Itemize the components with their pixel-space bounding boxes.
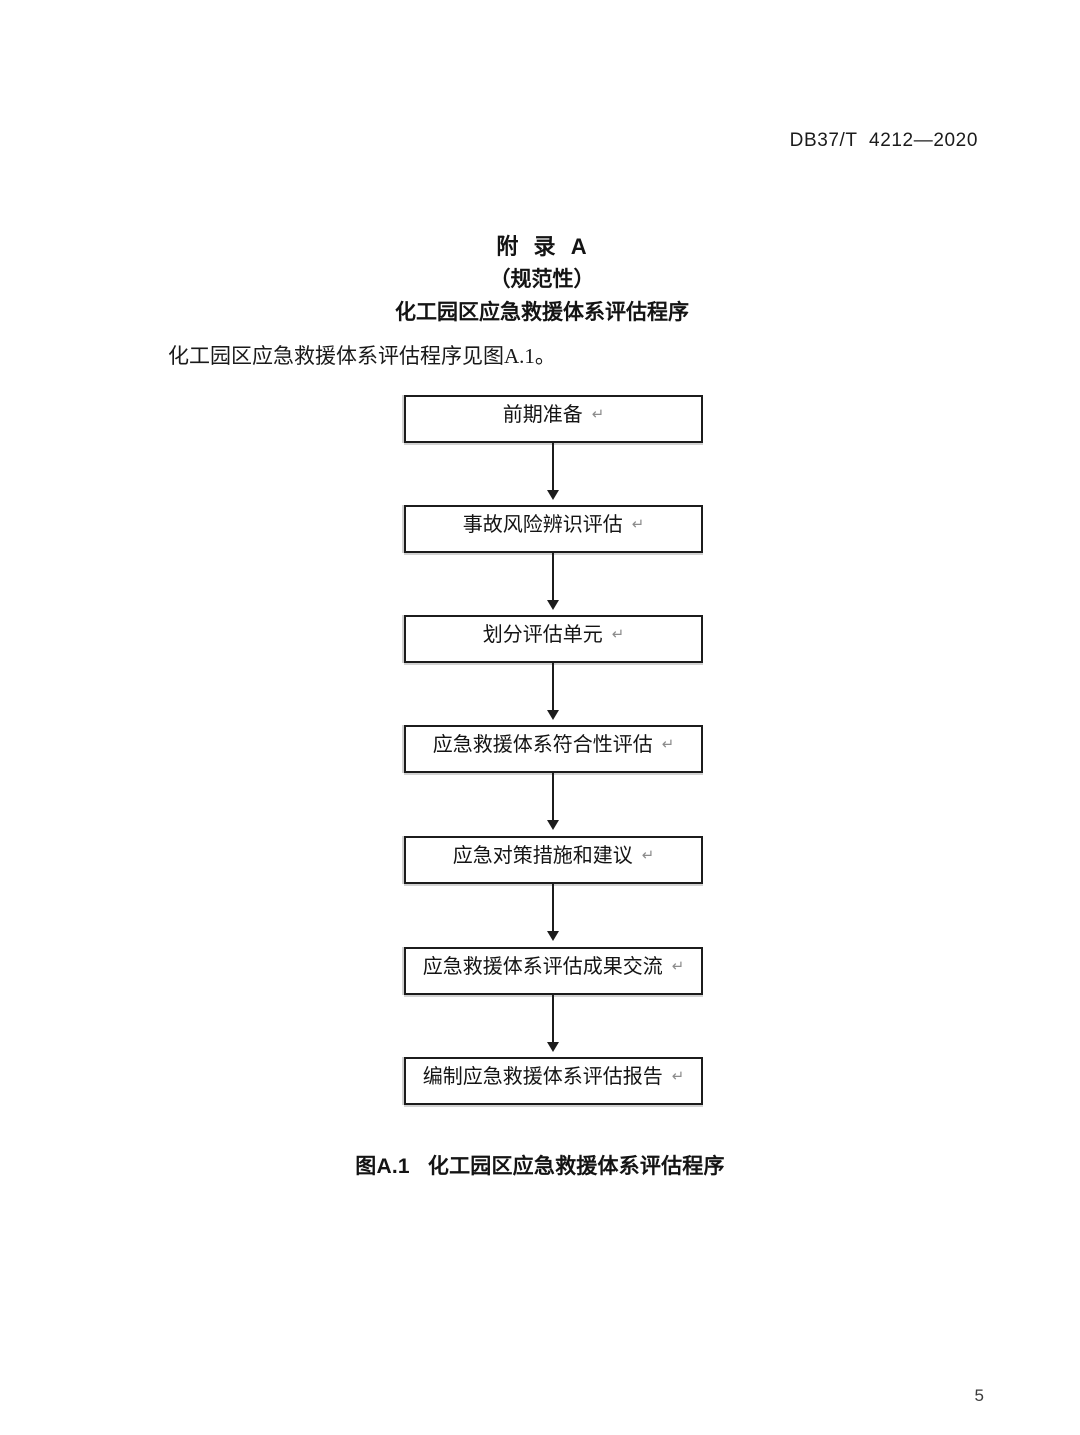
evaluation-procedure-flowchart: 前期准备 ↵ 事故风险辨识评估 ↵ 划分评估单元 ↵ 应急救援体系符合性评估 ↵ 应急对… bbox=[400, 395, 710, 1115]
flow-node-emergency-system-compliance: 应急救援体系符合性评估 ↵ bbox=[404, 725, 703, 773]
return-mark-icon: ↵ bbox=[631, 516, 645, 533]
flow-node-label: 前期准备 ↵ bbox=[406, 401, 701, 431]
intro-paragraph: 化工园区应急救援体系评估程序见图A.1。 bbox=[168, 344, 556, 368]
return-mark-icon: ↵ bbox=[661, 736, 675, 753]
flow-node-label-text: 应急对策措施和建议 bbox=[452, 845, 633, 867]
flow-node-countermeasures-and-suggestions: 应急对策措施和建议 ↵ bbox=[404, 836, 703, 884]
flow-connector-arrow-4 bbox=[547, 773, 559, 830]
flow-node-label: 应急对策措施和建议 ↵ bbox=[406, 842, 701, 872]
flow-connector-arrow-1 bbox=[547, 443, 559, 500]
appendix-subject-title: 化工园区应急救援体系评估程序 bbox=[395, 301, 689, 324]
flow-connector-arrow-2 bbox=[547, 553, 559, 610]
flow-node-preliminary-preparation: 前期准备 ↵ bbox=[404, 395, 703, 443]
flow-node-label-text: 事故风险辨识评估 bbox=[462, 514, 623, 536]
flow-node-label: 划分评估单元 ↵ bbox=[406, 621, 701, 651]
return-mark-icon: ↵ bbox=[671, 1068, 685, 1085]
arrow-down-icon bbox=[547, 1042, 559, 1052]
flow-node-label-text: 应急救援体系评估成果交流 bbox=[422, 956, 663, 978]
arrow-down-icon bbox=[547, 710, 559, 720]
return-mark-icon: ↵ bbox=[671, 958, 685, 975]
return-mark-icon: ↵ bbox=[611, 626, 625, 643]
flow-node-label: 事故风险辨识评估 ↵ bbox=[406, 511, 701, 541]
flow-connector-arrow-5 bbox=[547, 884, 559, 941]
appendix-normative-marker: （规范性） bbox=[489, 268, 595, 291]
flow-node-label: 应急救援体系评估成果交流 ↵ bbox=[406, 953, 701, 983]
flow-node-label: 编制应急救援体系评估报告 ↵ bbox=[406, 1063, 701, 1093]
flow-node-compile-evaluation-report: 编制应急救援体系评估报告 ↵ bbox=[404, 1057, 703, 1105]
return-mark-icon: ↵ bbox=[641, 847, 655, 864]
arrow-down-icon bbox=[547, 600, 559, 610]
arrow-down-icon bbox=[547, 490, 559, 500]
running-header-standard-number: DB37/T 4212—2020 bbox=[789, 130, 978, 151]
flow-node-label-text: 划分评估单元 bbox=[482, 624, 603, 646]
arrow-down-icon bbox=[547, 931, 559, 941]
appendix-title-block: 附 录 A （规范性） 化工园区应急救援体系评估程序 bbox=[0, 232, 1080, 329]
arrow-down-icon bbox=[547, 820, 559, 830]
flow-connector-arrow-6 bbox=[547, 995, 559, 1052]
page-number: 5 bbox=[974, 1386, 984, 1405]
appendix-label: 附 录 A bbox=[496, 234, 588, 259]
return-mark-icon: ↵ bbox=[591, 406, 605, 423]
flow-node-divide-evaluation-units: 划分评估单元 ↵ bbox=[404, 615, 703, 663]
flow-node-label-text: 应急救援体系符合性评估 bbox=[432, 734, 653, 756]
figure-caption: 图A.1 化工园区应急救援体系评估程序 bbox=[355, 1155, 725, 1178]
flow-node-label: 应急救援体系符合性评估 ↵ bbox=[406, 731, 701, 761]
flow-node-results-exchange: 应急救援体系评估成果交流 ↵ bbox=[404, 947, 703, 995]
flow-node-label-text: 编制应急救援体系评估报告 bbox=[422, 1066, 663, 1088]
flow-node-label-text: 前期准备 bbox=[502, 404, 583, 426]
flow-node-accident-risk-identification: 事故风险辨识评估 ↵ bbox=[404, 505, 703, 553]
flow-connector-arrow-3 bbox=[547, 663, 559, 720]
